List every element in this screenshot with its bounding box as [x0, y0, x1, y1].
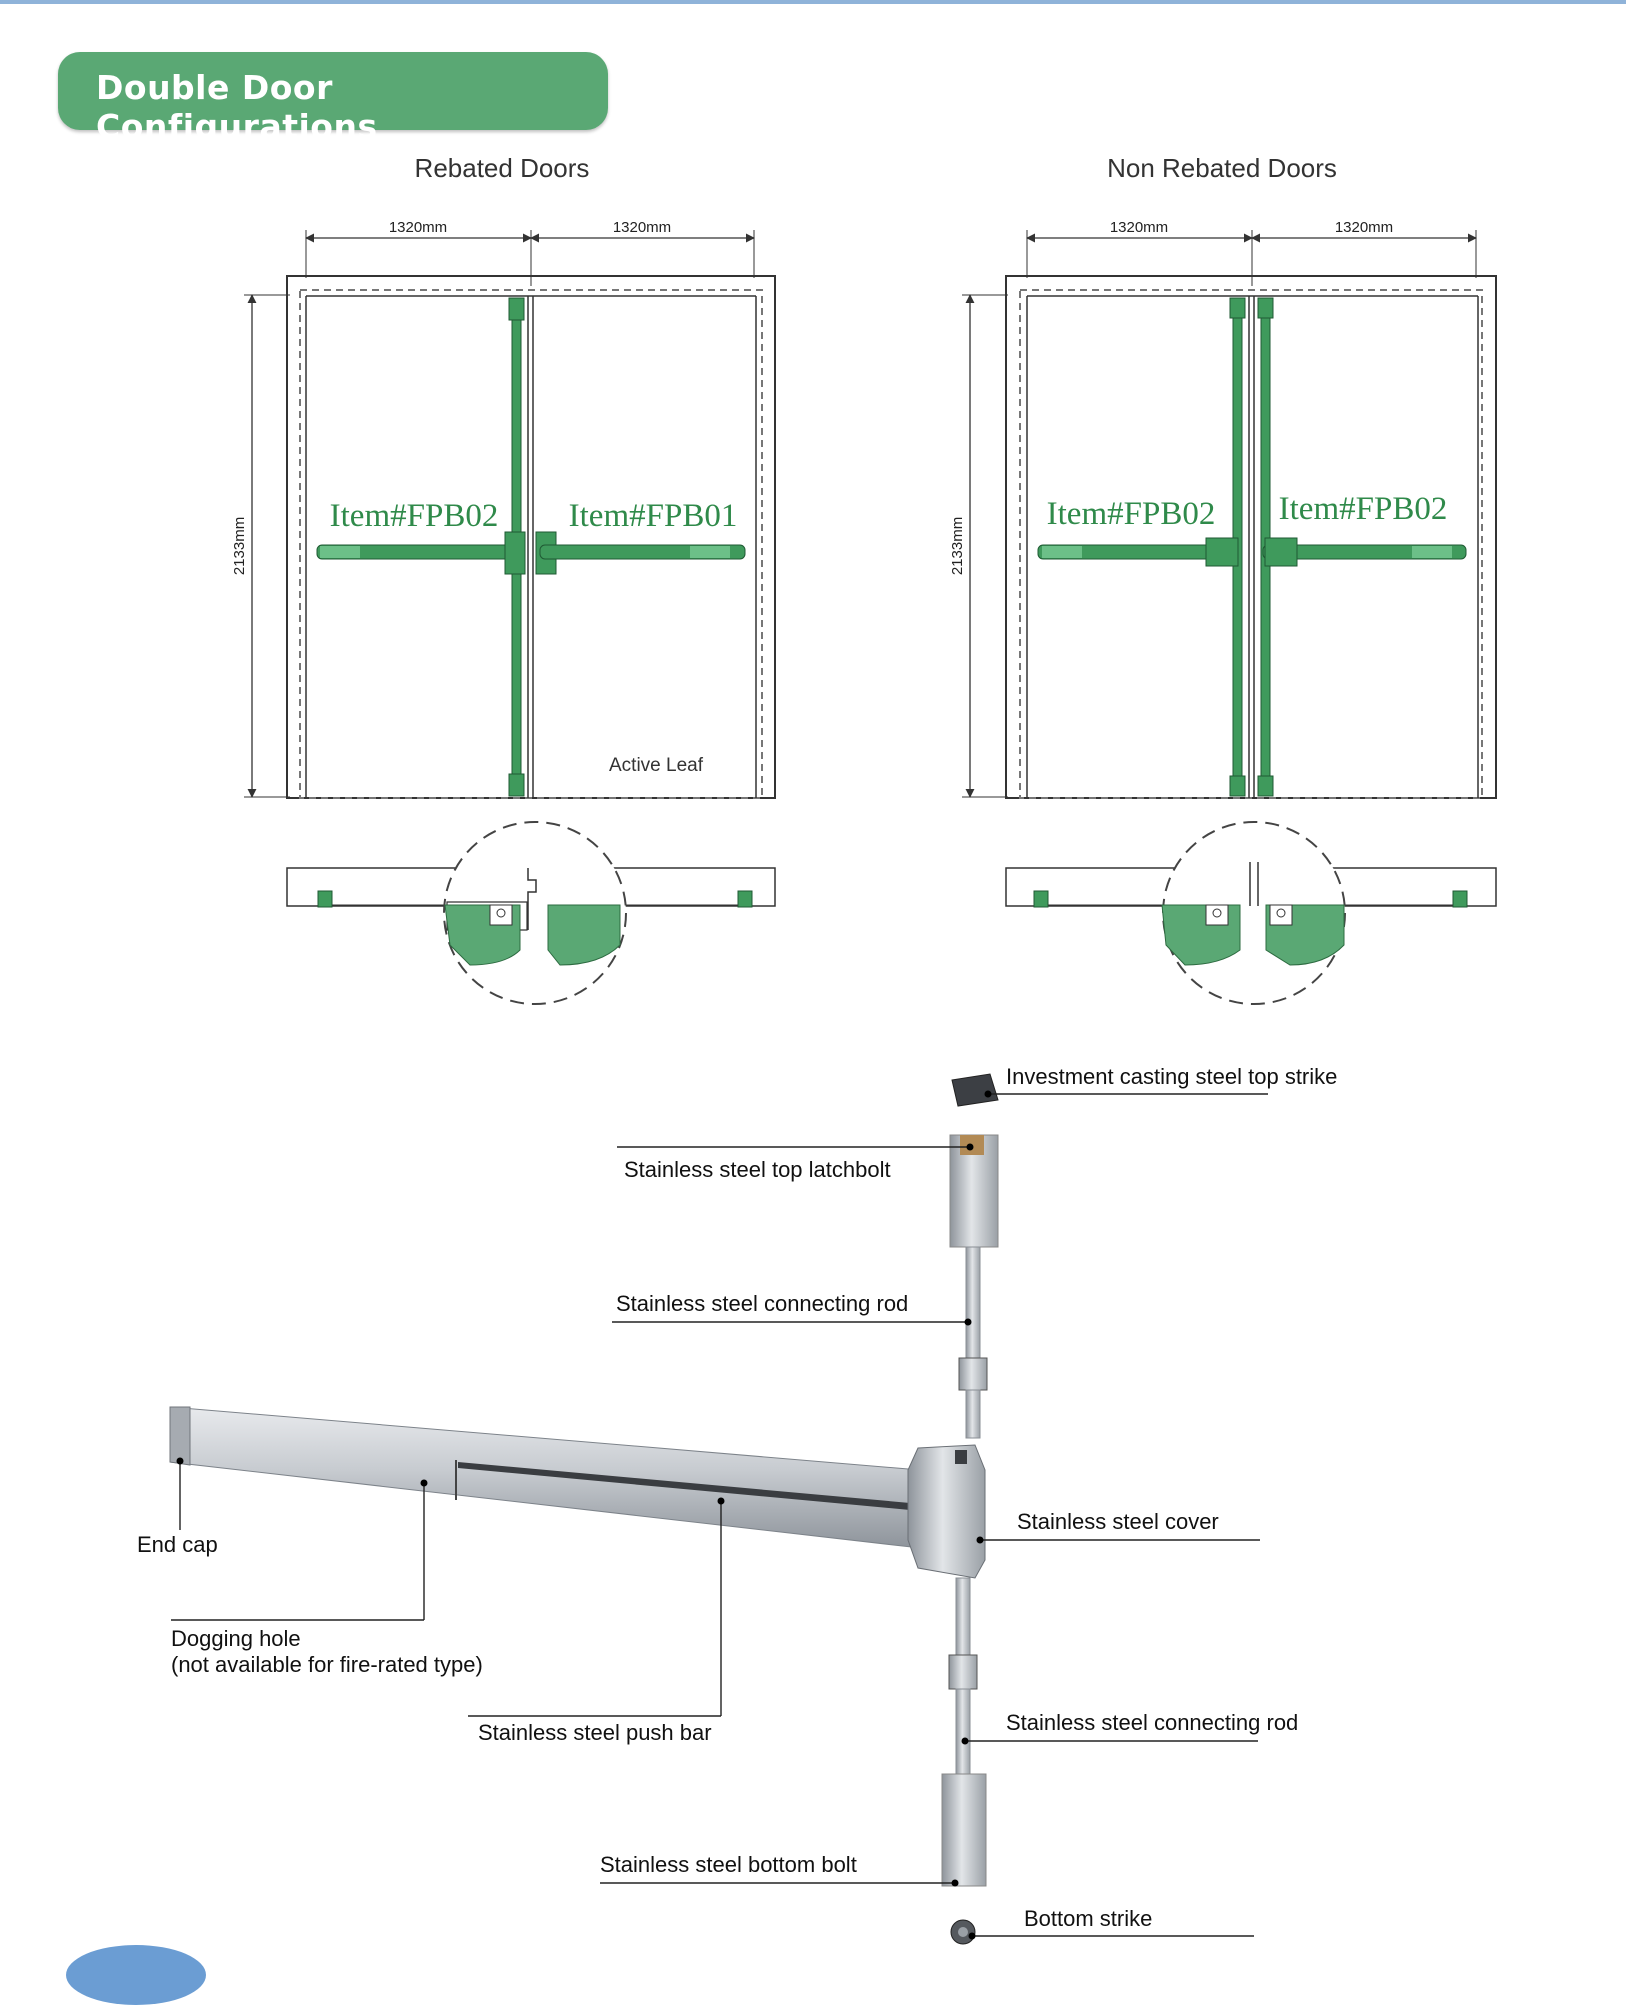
active-leaf-label: Active Leaf: [609, 755, 704, 776]
label-cover: Stainless steel cover: [1017, 1509, 1219, 1534]
label-bottom-bolt: Stainless steel bottom bolt: [600, 1852, 857, 1877]
non-rebated-width-left: 1320mm: [1110, 219, 1168, 236]
non-rebated-doors-drawing: Non Rebated Doors 1320mm 1320mm 2133mm: [949, 153, 1497, 1005]
label-dogging-hole: Dogging hole: [171, 1626, 301, 1651]
rebated-doors-title: Rebated Doors: [415, 153, 590, 183]
rebated-width-right: 1320mm: [613, 219, 671, 236]
label-connecting-rod-upper: Stainless steel connecting rod: [616, 1291, 909, 1316]
page-number-badge: [66, 1945, 206, 2005]
section-title: Double Door Configurations: [96, 68, 378, 146]
upper-rod-part: [965, 1246, 981, 1360]
cover-part: [907, 1444, 986, 1579]
non-rebated-width-right: 1320mm: [1335, 219, 1393, 236]
rebated-width-left: 1320mm: [389, 219, 447, 236]
non-rebated-item-left: Item#FPB02: [1047, 496, 1216, 532]
top-strike-part: [951, 1073, 999, 1107]
label-end-cap: End cap: [137, 1532, 218, 1557]
exploded-hardware-view: [169, 1073, 1268, 1945]
rebated-doors-drawing: Rebated Doors 1320mm 1320mm 2133mm Item: [231, 153, 776, 1005]
top-rule: [0, 0, 1626, 4]
push-bar-part: [169, 1406, 921, 1549]
label-top-latchbolt: Stainless steel top latchbolt: [624, 1157, 891, 1182]
lower-rod-part: [955, 1577, 971, 1659]
rebated-height: 2133mm: [231, 517, 248, 575]
label-push-bar: Stainless steel push bar: [478, 1720, 712, 1745]
non-rebated-doors-title: Non Rebated Doors: [1107, 153, 1337, 183]
label-bottom-strike: Bottom strike: [1024, 1906, 1153, 1931]
rebated-item-right: Item#FPB01: [569, 498, 738, 534]
bottom-bolt-part: [941, 1773, 987, 1887]
label-connecting-rod-lower: Stainless steel connecting rod: [1006, 1710, 1299, 1735]
non-rebated-height: 2133mm: [949, 517, 966, 575]
label-dogging-hole-note: (not available for fire-rated type): [171, 1652, 483, 1677]
label-top-strike: Investment casting steel top strike: [1006, 1064, 1338, 1089]
rebated-item-left: Item#FPB02: [330, 498, 499, 534]
non-rebated-item-right: Item#FPB02: [1279, 491, 1448, 527]
section-header: Double Door Configurations: [58, 52, 608, 146]
